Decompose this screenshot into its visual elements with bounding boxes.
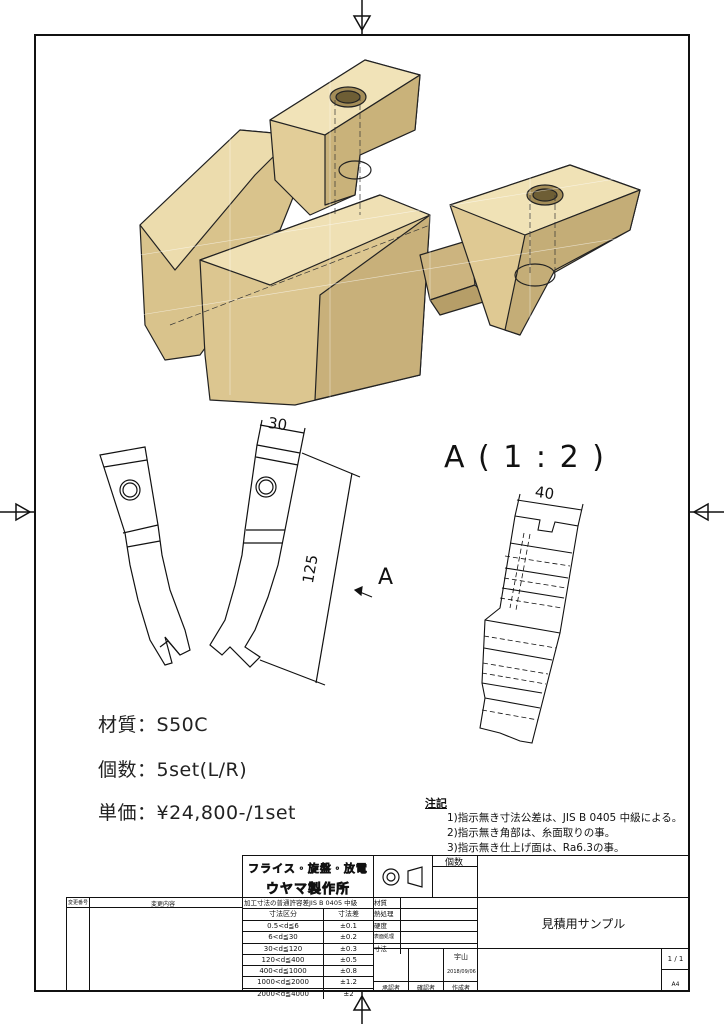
company-logo-box: フライス・旋盤・放電 ウヤマ製作所 bbox=[242, 855, 374, 898]
note-2: 2)指示無き角部は、糸面取りの事。 bbox=[447, 827, 616, 839]
count-line bbox=[432, 866, 478, 867]
tolerance-value: ±0.3 bbox=[340, 944, 357, 953]
tolerance-range: 1000<d≦2000 bbox=[243, 977, 324, 988]
tolerance-range: 400<d≦1000 bbox=[243, 966, 324, 977]
spec-material-value: S50C bbox=[156, 714, 209, 736]
note-1: 1)指示無き寸法公差は、JIS B 0405 中級による。 bbox=[447, 812, 683, 824]
drawing-title: 見積用サンプル bbox=[541, 917, 626, 931]
company-name: ウヤマ製作所 bbox=[265, 882, 350, 898]
projection-symbol-box bbox=[373, 855, 433, 898]
dim-30: 30 bbox=[266, 413, 289, 435]
spec-quantity-label: 個数 bbox=[98, 759, 138, 781]
property-heat-label: 熱処理 bbox=[374, 909, 401, 920]
plan-view bbox=[99, 419, 373, 686]
tolerance-row: 400<d≦1000 ±0.8 bbox=[243, 966, 373, 978]
tolerance-diff-header: 寸法差 bbox=[338, 910, 359, 918]
approval-divider-2 bbox=[443, 948, 444, 992]
section-title: A ( 1 : 2 ) bbox=[444, 440, 606, 475]
property-row: 熱処理 bbox=[374, 909, 477, 921]
paper-size-box: A4 bbox=[661, 969, 690, 992]
third-angle-projection-icon bbox=[382, 866, 423, 888]
note-3: 3)指示無き仕上げ面は、Ra6.3の事。 bbox=[447, 842, 625, 854]
section-view bbox=[479, 493, 584, 744]
spec-material-label: 材質 bbox=[98, 714, 138, 736]
tolerance-row: 1000<d≦2000 ±1.2 bbox=[243, 977, 373, 989]
tolerance-range-header: 寸法区分 bbox=[243, 909, 324, 920]
tolerance-title: 加工寸法の普通許容差JIS B 0405 中級 bbox=[243, 898, 373, 909]
notes-title: 注記 bbox=[425, 797, 447, 810]
spec-quantity: 個数：5set(L/R) bbox=[98, 755, 247, 782]
tolerance-value: ±0.5 bbox=[340, 955, 357, 964]
sheet-number: 1 / 1 bbox=[667, 955, 684, 963]
approval-label-line bbox=[373, 981, 478, 982]
property-row: 表面処理 bbox=[374, 932, 477, 944]
tolerance-row: 120<d≦400 ±0.5 bbox=[243, 954, 373, 967]
revision-no-header: 変更番号 bbox=[68, 900, 89, 906]
property-row: 硬度 bbox=[374, 920, 477, 933]
tolerance-value: ±0.1 bbox=[340, 922, 357, 930]
author-label: 作成者 bbox=[452, 985, 471, 992]
revision-no-column bbox=[66, 897, 90, 992]
notes: 注記 1)指示無き寸法公差は、JIS B 0405 中級による。 2)指示無き角… bbox=[425, 796, 687, 856]
tolerance-table: 加工寸法の普通許容差JIS B 0405 中級 寸法区分 寸法差 0.5<d≦6… bbox=[242, 897, 374, 999]
approver-label: 承認者 bbox=[382, 985, 401, 992]
title-block: 変更番号 変更内容 フライス・旋盤・放電 ウヤマ製作所 個数 加工寸法の普通許容… bbox=[66, 855, 690, 999]
approval-divider-1 bbox=[408, 948, 409, 992]
company-tagline: フライス・旋盤・放電 bbox=[248, 862, 368, 876]
view-label-a: A bbox=[378, 565, 394, 590]
spec-material: 材質：S50C bbox=[98, 710, 208, 737]
spec-price-sep: ： bbox=[137, 802, 157, 824]
drawing-date: 2018/09/06 bbox=[447, 969, 476, 975]
property-box: 材質 熱処理 硬度 表面処理 寸法 bbox=[373, 897, 478, 954]
drawing-title-box: 見積用サンプル bbox=[477, 897, 690, 949]
author-name: 宇山 bbox=[454, 953, 468, 961]
revision-header-line bbox=[66, 907, 243, 908]
spec-price-label: 単価 bbox=[98, 802, 138, 824]
paper-size: A4 bbox=[671, 981, 680, 988]
isometric-model bbox=[139, 59, 641, 406]
checker-label: 確認者 bbox=[417, 985, 436, 992]
sheet-number-box: 1 / 1 bbox=[661, 948, 690, 970]
tolerance-range: 2000<d≦4000 bbox=[243, 988, 324, 999]
tolerance-value: ±1.2 bbox=[340, 978, 357, 987]
spec-quantity-sep: ： bbox=[137, 759, 157, 781]
property-row: 材質 bbox=[374, 898, 477, 910]
tolerance-range: 30<d≦120 bbox=[243, 943, 324, 954]
tolerance-value: ±2 bbox=[343, 989, 354, 998]
sheet-blank bbox=[477, 948, 662, 992]
revision-content-column bbox=[89, 897, 243, 992]
property-surface-label: 表面処理 bbox=[374, 932, 401, 943]
spec-material-sep: ： bbox=[137, 714, 157, 736]
tolerance-row: 2000<d≦4000 ±2 bbox=[243, 988, 373, 999]
spec-quantity-value: 5set(L/R) bbox=[156, 759, 248, 781]
tolerance-header-row: 寸法区分 寸法差 bbox=[243, 909, 373, 921]
tolerance-value: ±0.8 bbox=[340, 967, 357, 976]
blank-box bbox=[477, 855, 690, 898]
tolerance-range: 0.5<d≦6 bbox=[243, 921, 324, 932]
property-hardness-label: 硬度 bbox=[374, 920, 401, 932]
property-material-label: 材質 bbox=[374, 898, 401, 909]
revision-content-header: 変更内容 bbox=[151, 901, 176, 908]
tolerance-value: ±0.2 bbox=[340, 933, 357, 942]
tolerance-range: 6<d≦30 bbox=[243, 932, 324, 943]
tolerance-row: 30<d≦120 ±0.3 bbox=[243, 943, 373, 955]
tolerance-row: 6<d≦30 ±0.2 bbox=[243, 932, 373, 944]
tolerance-row: 0.5<d≦6 ±0.1 bbox=[243, 921, 373, 933]
count-label: 個数 bbox=[445, 858, 464, 868]
tolerance-range: 120<d≦400 bbox=[243, 954, 324, 966]
spec-price-value: ¥24,800-/1set bbox=[156, 802, 296, 824]
spec-unit-price: 単価：¥24,800-/1set bbox=[98, 798, 296, 825]
